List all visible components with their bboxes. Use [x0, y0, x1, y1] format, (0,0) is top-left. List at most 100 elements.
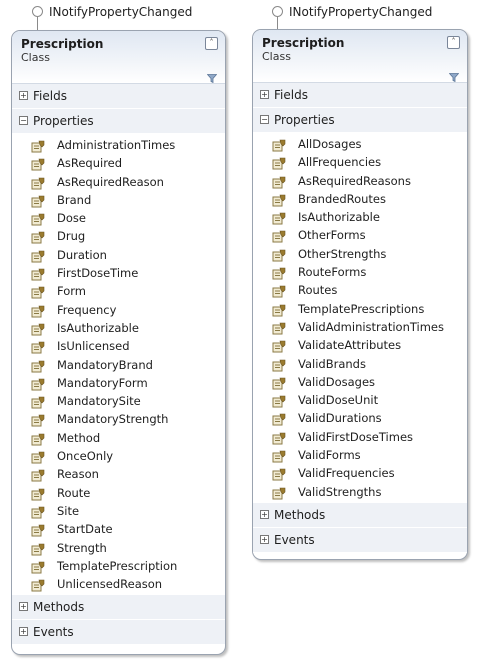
- property-item[interactable]: RouteForms: [253, 263, 467, 281]
- property-item[interactable]: AdministrationTimes: [12, 136, 225, 154]
- methods-section[interactable]: + Methods: [12, 595, 225, 621]
- property-name: Dose: [57, 211, 86, 226]
- expand-icon[interactable]: +: [19, 627, 28, 637]
- property-item[interactable]: Brand: [12, 191, 225, 209]
- property-item[interactable]: UnlicensedReason: [12, 575, 225, 593]
- property-name: AsRequiredReason: [57, 174, 164, 189]
- properties-section[interactable]: −Properties: [12, 109, 225, 134]
- property-name: UnlicensedReason: [57, 577, 163, 592]
- property-item[interactable]: MandatoryBrand: [12, 356, 225, 374]
- property-item[interactable]: ValidAdministrationTimes: [253, 318, 467, 336]
- property-item[interactable]: Route: [12, 484, 225, 502]
- fields-section[interactable]: + Fields: [253, 83, 467, 108]
- methods-section-label: Methods: [33, 600, 85, 615]
- property-item[interactable]: MandatorySite: [12, 392, 225, 410]
- property-item[interactable]: Site: [12, 502, 225, 520]
- property-item[interactable]: AsRequired: [12, 154, 225, 172]
- property-item[interactable]: AsRequiredReasons: [253, 172, 467, 190]
- fields-section-label: Fields: [33, 89, 67, 103]
- interface-label: INotifyPropertyChanged: [289, 5, 433, 19]
- property-item[interactable]: ValidForms: [253, 446, 467, 464]
- property-name: MandatoryStrength: [57, 412, 169, 427]
- property-item[interactable]: ValidFirstDoseTimes: [253, 428, 467, 446]
- property-item[interactable]: Frequency: [12, 301, 225, 319]
- expand-icon[interactable]: +: [19, 91, 28, 100]
- property-item[interactable]: Reason: [12, 465, 225, 483]
- property-item[interactable]: ValidFrequencies: [253, 464, 467, 482]
- class-name: Prescription: [21, 37, 104, 51]
- property-item[interactable]: ValidDosages: [253, 373, 467, 391]
- property-item[interactable]: AllDosages: [253, 135, 467, 153]
- property-item[interactable]: Strength: [12, 539, 225, 557]
- property-item[interactable]: OtherStrengths: [253, 245, 467, 263]
- property-name: AdministrationTimes: [57, 138, 176, 152]
- property-item[interactable]: Routes: [253, 281, 467, 299]
- property-item[interactable]: OnceOnly: [12, 447, 225, 465]
- property-name: ValidAdministrationTimes: [298, 319, 444, 334]
- property-icon: [31, 431, 45, 446]
- class-name: Prescription: [262, 36, 345, 50]
- property-item[interactable]: Drug: [12, 227, 225, 245]
- property-item[interactable]: IsUnlicensed: [12, 337, 225, 355]
- property-name: ValidDoseUnit: [298, 393, 379, 408]
- property-item[interactable]: StartDate: [12, 520, 225, 538]
- property-icon: [272, 338, 286, 353]
- property-icon: [272, 137, 286, 152]
- property-item[interactable]: IsAuthorizable: [12, 319, 225, 337]
- property-item[interactable]: IsAuthorizable: [253, 208, 467, 226]
- property-icon: [31, 376, 45, 391]
- expand-icon[interactable]: +: [19, 602, 28, 612]
- property-item[interactable]: AsRequiredReason: [12, 173, 225, 191]
- property-item[interactable]: MandatoryForm: [12, 374, 225, 392]
- property-item[interactable]: ValidDoseUnit: [253, 391, 467, 409]
- chevron-up-icon[interactable]: ˄: [205, 37, 218, 50]
- property-item[interactable]: MandatoryStrength: [12, 410, 225, 428]
- property-icon: [31, 449, 45, 464]
- property-name: AllFrequencies: [298, 155, 382, 170]
- expand-icon[interactable]: +: [260, 90, 269, 99]
- property-item[interactable]: OtherForms: [253, 226, 467, 244]
- fields-section-label: Fields: [274, 88, 308, 102]
- property-item[interactable]: Form: [12, 282, 225, 300]
- property-item[interactable]: TemplatePrescriptions: [253, 300, 467, 318]
- events-section[interactable]: +Events: [253, 527, 467, 553]
- property-name: AllDosages: [298, 137, 362, 151]
- collapse-section-icon[interactable]: −: [19, 116, 28, 125]
- properties-section[interactable]: −Properties: [253, 108, 467, 133]
- property-icon: [31, 339, 45, 354]
- events-section[interactable]: +Events: [12, 620, 225, 646]
- filter-icon[interactable]: [206, 68, 218, 84]
- property-icon: [31, 486, 45, 501]
- expand-icon[interactable]: +: [260, 534, 269, 544]
- property-name: ValidDurations: [298, 411, 382, 426]
- property-item[interactable]: ValidStrengths: [253, 483, 467, 501]
- property-item[interactable]: ValidBrands: [253, 355, 467, 373]
- property-icon: [31, 504, 45, 519]
- property-item[interactable]: Method: [12, 429, 225, 447]
- expand-icon[interactable]: +: [260, 509, 269, 519]
- property-item[interactable]: ValidateAttributes: [253, 336, 467, 354]
- property-icon: [31, 229, 45, 244]
- property-item[interactable]: TemplatePrescription: [12, 557, 225, 575]
- chevron-up-icon[interactable]: ˄: [447, 36, 460, 49]
- property-item[interactable]: AllFrequencies: [253, 153, 467, 171]
- property-item[interactable]: ValidDurations: [253, 409, 467, 427]
- property-name: AsRequired: [57, 156, 123, 171]
- collapse-section-icon[interactable]: −: [260, 115, 269, 124]
- property-item[interactable]: Dose: [12, 209, 225, 227]
- fields-section[interactable]: + Fields: [12, 84, 225, 109]
- property-icon: [272, 485, 286, 500]
- methods-section[interactable]: +Methods: [253, 502, 467, 528]
- property-icon: [31, 193, 45, 208]
- filter-icon[interactable]: [448, 67, 460, 83]
- property-item[interactable]: Duration: [12, 246, 225, 264]
- property-icon: [272, 210, 286, 225]
- property-icon: [272, 357, 286, 372]
- property-item[interactable]: FirstDoseTime: [12, 264, 225, 282]
- property-name: ValidBrands: [298, 356, 366, 371]
- property-icon: [31, 541, 45, 556]
- property-name: TemplatePrescription: [57, 558, 178, 573]
- property-item[interactable]: BrandedRoutes: [253, 190, 467, 208]
